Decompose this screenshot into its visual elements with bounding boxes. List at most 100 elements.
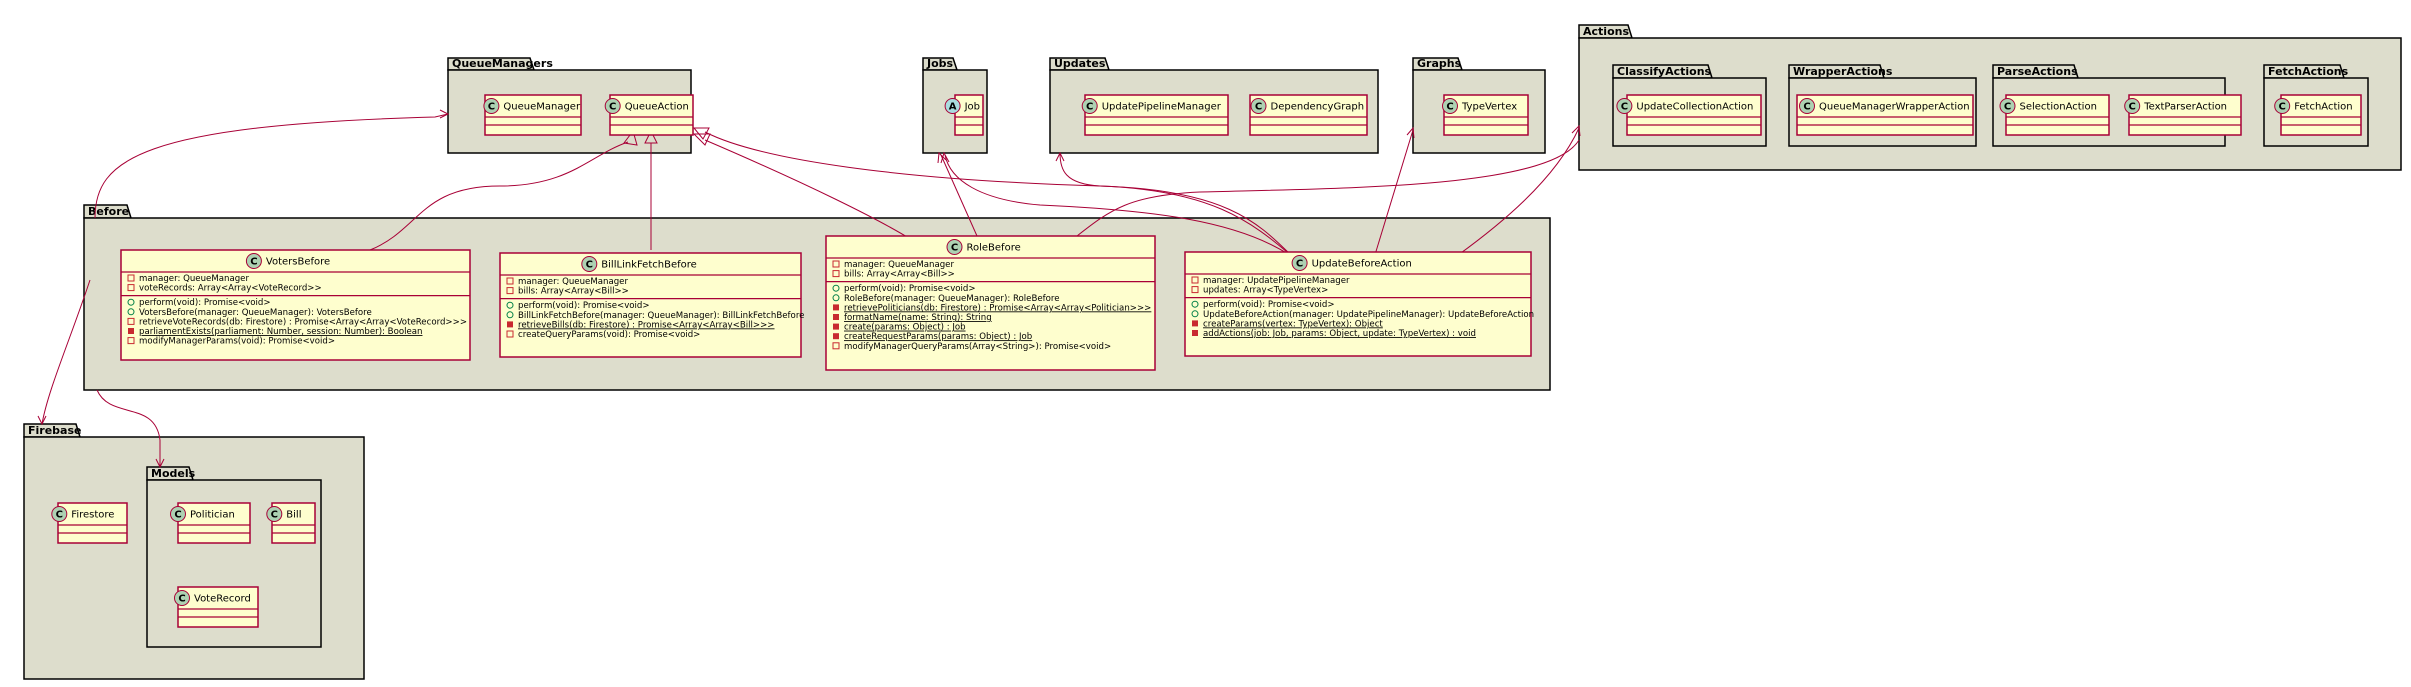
public-visibility-icon	[506, 311, 514, 319]
private-visibility-icon	[506, 277, 514, 285]
package-label-queue-managers: QueueManagers	[452, 57, 553, 70]
field-1: updates: Array<TypeVertex>	[1203, 286, 1328, 296]
class-fetch-action[interactable]: C FetchAction	[2274, 94, 2362, 136]
private-visibility-icon	[127, 274, 135, 282]
relation-votersbefore-queueaction	[369, 141, 629, 251]
class-icon	[581, 256, 598, 272]
public-visibility-icon	[506, 301, 514, 309]
relation-before-firebase	[41, 279, 91, 425]
class-name-update-before-action: UpdateBeforeAction	[1312, 259, 1412, 270]
package-label-parse-actions: ParseActions	[1997, 65, 2078, 78]
private-visibility-icon	[1192, 330, 1198, 336]
private-visibility-icon	[507, 321, 513, 328]
private-visibility-icon	[1192, 320, 1198, 327]
method-0: perform(void): Promise<void>	[1203, 300, 1335, 310]
field-0: manager: QueueManager	[844, 260, 954, 270]
class-name-vote-record: VoteRecord	[194, 594, 251, 605]
private-visibility-icon	[127, 317, 135, 325]
class-kind-letter: C	[1446, 102, 1453, 113]
class-dependency-graph[interactable]: C DependencyGraph	[1249, 94, 1368, 136]
class-icon	[483, 98, 500, 114]
class-icon	[946, 239, 963, 255]
class-icon	[1799, 98, 1815, 114]
class-icon	[1442, 98, 1458, 114]
package-label-classify-actions: ClassifyActions	[1617, 65, 1712, 78]
private-visibility-icon	[833, 323, 839, 330]
relation-updatebefore-jobs	[944, 154, 1295, 259]
method-2: retrievePoliticians(db: Firestore) : Pro…	[844, 303, 1151, 313]
class-kind-letter: A	[949, 102, 957, 113]
class-name-firestore: Firestore	[71, 510, 114, 521]
method-1: RoleBefore(manager: QueueManager): RoleB…	[844, 294, 1060, 304]
field-1: bills: Array<Array<Bill>>	[518, 287, 629, 297]
method-3: addActions(job: Job, params: Object, upd…	[1203, 329, 1476, 339]
class-icon	[1250, 98, 1267, 114]
private-visibility-icon	[128, 328, 134, 334]
class-icon	[174, 590, 190, 606]
class-kind-letter: C	[178, 594, 185, 605]
class-icon	[1616, 98, 1633, 114]
class-name-update-collection-action: UpdateCollectionAction	[1636, 102, 1753, 113]
class-kind-letter: C	[1255, 102, 1262, 113]
class-kind-letter: C	[488, 102, 495, 113]
method-1: BillLinkFetchBefore(manager: QueueManage…	[518, 311, 804, 321]
method-3: formatName(name: String): String	[844, 313, 992, 323]
class-icon	[1291, 255, 1308, 271]
class-vote-record[interactable]: C VoteRecord	[174, 586, 259, 628]
public-visibility-icon	[832, 284, 840, 292]
relation-updatebefore-queueaction	[704, 131, 1295, 259]
class-name-dependency-graph: DependencyGraph	[1271, 102, 1365, 113]
field-0: manager: QueueManager	[518, 277, 628, 287]
public-visibility-icon	[1191, 310, 1199, 318]
class-kind-letter: C	[56, 510, 63, 521]
field-1: bills: Array<Array<Bill>>	[844, 270, 955, 280]
class-name-bill: Bill	[286, 510, 301, 521]
abstract-icon	[944, 98, 961, 114]
class-name-job: Job	[964, 102, 980, 113]
relation-updatebefore-updates	[1059, 152, 1295, 259]
class-firestore[interactable]: C Firestore	[51, 502, 128, 544]
package-label-wrapper-actions: WrapperActions	[1793, 65, 1893, 78]
class-name-fetch-action: FetchAction	[2294, 102, 2352, 113]
class-kind-letter: C	[2279, 102, 2286, 113]
class-icon	[245, 253, 262, 269]
private-visibility-icon	[506, 287, 514, 295]
private-visibility-icon	[127, 337, 135, 345]
method-2: retrieveBills(db: Firestore) : Promise<A…	[518, 320, 775, 330]
class-job[interactable]: A Job	[944, 94, 984, 136]
relation-before-queuemanagers	[94, 113, 449, 219]
class-kind-letter: C	[2004, 102, 2011, 113]
class-name-politician: Politician	[190, 510, 235, 521]
class-name-queue-manager-wrapper-action: QueueManagerWrapperAction	[1819, 102, 1970, 113]
relation-updatebefore-graphs	[1373, 129, 1414, 259]
class-icon	[2124, 98, 2141, 114]
method-1: VotersBefore(manager: QueueManager): Vot…	[139, 308, 372, 318]
relation-updatebefore-actions	[1453, 127, 1580, 259]
relation-before-models	[96, 389, 161, 467]
package-label-jobs: Jobs	[926, 57, 954, 70]
public-visibility-icon	[832, 294, 840, 302]
private-visibility-icon	[833, 333, 839, 340]
class-icon	[604, 98, 621, 114]
private-visibility-icon	[1191, 286, 1199, 294]
class-icon	[170, 506, 186, 522]
class-icon	[51, 506, 68, 522]
class-icon	[2274, 98, 2291, 114]
